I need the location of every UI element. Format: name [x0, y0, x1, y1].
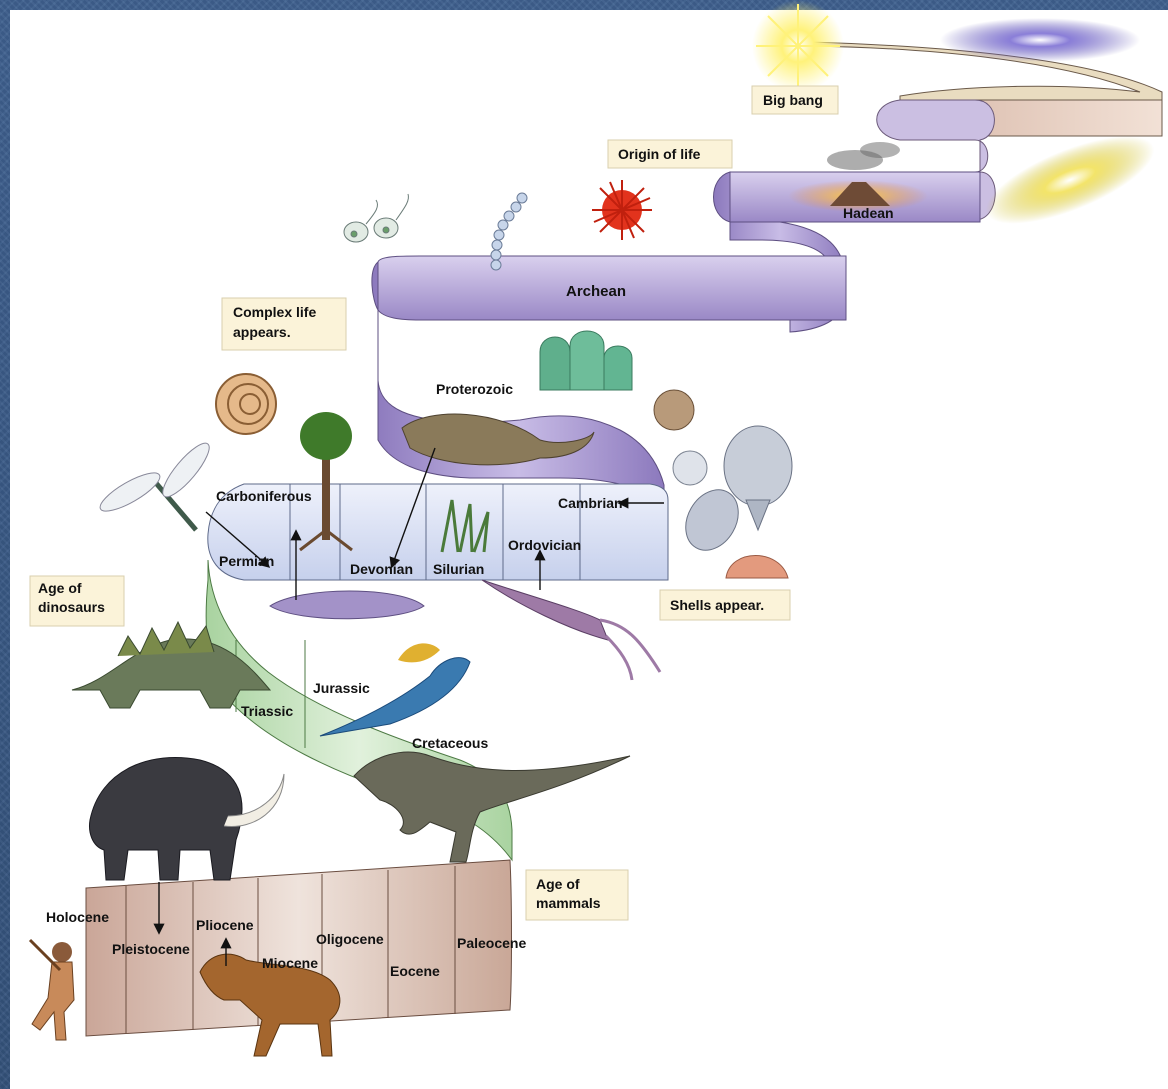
callout-origin-of-life: Origin of life — [608, 140, 732, 168]
svg-text:Shells appear.: Shells appear. — [670, 597, 764, 613]
ammonite-illustration — [216, 374, 276, 434]
callout-age-of-mammals: Age of mammals — [526, 870, 628, 920]
sand-dollar-illustration — [654, 390, 694, 430]
nebula-illustration — [940, 18, 1140, 62]
svg-text:Big bang: Big bang — [763, 92, 823, 108]
label-pleistocene: Pleistocene — [112, 941, 190, 957]
label-permian: Permian — [219, 553, 274, 569]
svg-text:Complex life: Complex life — [233, 304, 316, 320]
human-illustration — [30, 940, 74, 1040]
tyrannosaurus-illustration — [354, 752, 630, 862]
big-bang-illustration — [752, 0, 844, 92]
label-jurassic: Jurassic — [313, 680, 370, 696]
stromatolite-illustration — [540, 331, 632, 390]
callout-age-of-dinosaurs: Age of dinosaurs — [30, 576, 124, 626]
callout-complex-life: Complex life appears. — [222, 298, 346, 350]
svg-text:Origin of life: Origin of life — [618, 146, 701, 162]
label-paleocene: Paleocene — [457, 935, 526, 951]
callout-big-bang: Big bang — [752, 86, 838, 114]
horseshoe-fossil-illustration — [270, 591, 424, 619]
label-triassic: Triassic — [241, 703, 293, 719]
protist-illustration — [344, 194, 409, 242]
label-silurian: Silurian — [433, 561, 484, 577]
label-miocene: Miocene — [262, 955, 318, 971]
label-eocene: Eocene — [390, 963, 440, 979]
scallop-shell-illustration — [726, 556, 788, 579]
label-archean: Archean — [566, 283, 626, 300]
label-cambrian: Cambrian — [558, 495, 623, 511]
sea-urchin-illustration — [592, 180, 652, 240]
mammoth-illustration — [90, 758, 284, 881]
label-proterozoic: Proterozoic — [436, 381, 513, 397]
label-holocene: Holocene — [46, 909, 109, 925]
label-cretaceous: Cretaceous — [412, 735, 488, 751]
label-devonian: Devonian — [350, 561, 413, 577]
label-hadean: Hadean — [843, 205, 894, 221]
callout-shells-appear: Shells appear. — [660, 590, 790, 620]
galaxy-illustration — [975, 118, 1164, 241]
label-ordovician: Ordovician — [508, 537, 581, 553]
svg-text:dinosaurs: dinosaurs — [38, 599, 105, 615]
label-carboniferous: Carboniferous — [216, 488, 312, 504]
label-oligocene: Oligocene — [316, 931, 384, 947]
label-pliocene: Pliocene — [196, 917, 254, 933]
svg-text:mammals: mammals — [536, 895, 601, 911]
trilobite-illustration — [675, 426, 792, 560]
svg-text:appears.: appears. — [233, 324, 291, 340]
dragonfly-illustration — [96, 438, 216, 530]
snail-shell-illustration — [673, 451, 707, 485]
svg-text:Age of: Age of — [536, 876, 580, 892]
svg-text:Age of: Age of — [38, 580, 82, 596]
nautiloid-illustration — [482, 580, 660, 680]
